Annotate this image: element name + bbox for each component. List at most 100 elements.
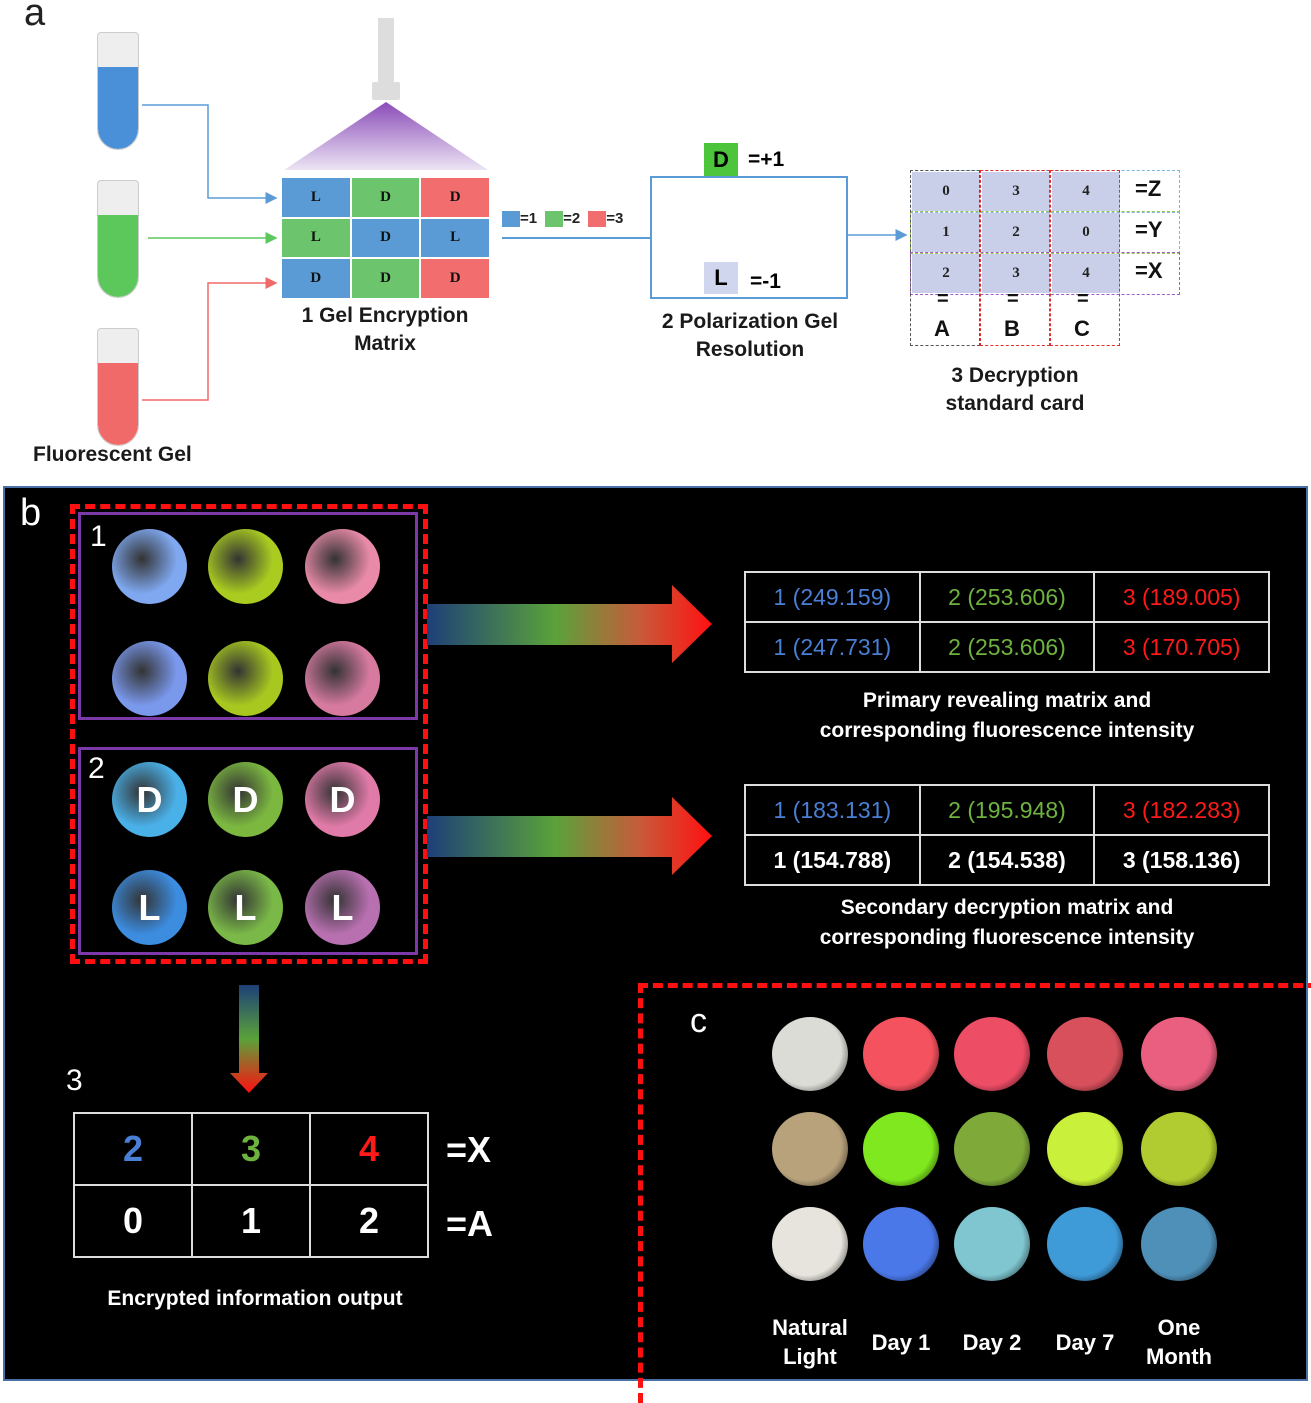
output-row-label: =A [446,1203,494,1244]
tube-connectors [142,104,278,401]
output-label: 3 [66,1064,83,1097]
stability-sample [954,1017,1030,1091]
sample-dot: D [112,762,187,837]
table-cell: 2 [73,1112,193,1186]
blue-gel-tube [97,32,139,150]
polarization-caption: 2 Polarization Gel Resolution [630,308,870,364]
table-cell: 4 [309,1112,429,1186]
group-2-frame [78,747,418,955]
table-cell: 2 (253.606) [918,571,1096,623]
legend-label: =1 [520,210,538,227]
matrix-cell: D [421,178,489,217]
sample-dot: D [305,762,380,837]
samples-dashed-frame [70,504,428,964]
table-row: 1 (247.731)2 (253.606)3 (170.705) [744,621,1270,673]
table-row: 1 (249.159)2 (253.606)3 (189.005) [744,571,1270,623]
card-column-outline [910,170,980,346]
stability-sample [1141,1207,1217,1281]
matrix-cell: D [421,259,489,298]
column-label: Day 1 [841,1328,961,1357]
uv-light-beam [284,102,488,170]
card-column-label: A [934,316,950,341]
caption-line: Secondary decryption matrix and [840,896,1174,919]
table-cell: 2 [309,1184,429,1258]
d-block: D [704,143,738,176]
l-letter: L [714,265,728,290]
matrix-cell: L [282,218,350,258]
primary-revealing-table: 1 (249.159)2 (253.606)3 (189.005)1 (247.… [744,571,1270,673]
primary-table-caption: Primary revealing matrix and correspondi… [744,686,1270,746]
card-row-label: =X [1135,258,1163,283]
matrix-cell: D [351,259,420,298]
card-row-label: =Z [1135,176,1162,201]
tube-liquid [98,363,138,445]
column-label: Day 2 [932,1328,1052,1357]
sample-dot [305,529,380,604]
card-cell: 4 [1052,172,1120,211]
card-cell: 3 [982,172,1050,211]
column-label-line: Natural [772,1315,848,1340]
card-column-label: C [1074,316,1090,341]
table-cell: 1 (249.159) [744,571,921,623]
matrix-to-polarization-line [502,237,650,239]
green-gel-tube [97,180,139,298]
polarization-to-card-arrow [848,229,908,241]
stability-sample [1047,1112,1123,1186]
table-cell: 0 [73,1184,193,1258]
encryption-matrix-caption: 1 Gel Encryption Matrix [270,302,500,358]
sample-dot: L [208,870,283,945]
card-cell: 3 [982,254,1050,293]
l-value: =-1 [750,270,781,293]
table-cell: 2 (195.948) [918,784,1096,836]
card-column-outline [1050,170,1120,346]
down-arrow [230,985,268,1093]
sample-dot [208,641,283,716]
stability-sample [863,1112,939,1186]
stability-sample [1141,1017,1217,1091]
table-row: 1 (183.131)2 (195.948)3 (182.283) [744,784,1270,836]
tubes-caption: Fluorescent Gel [33,443,192,466]
card-row-label: =Y [1135,217,1163,242]
group-2-label: 2 [88,752,105,785]
table-cell: 3 (189.005) [1093,571,1270,623]
group-1-frame [78,512,418,720]
caption-line: 2 Polarization Gel [661,310,839,333]
panel-a-label: a [24,0,46,34]
caption-line: Matrix [354,332,416,355]
caption-line: 3 Decryption [951,364,1079,387]
table-cell: 3 (182.283) [1093,784,1270,836]
stability-sample [954,1112,1030,1186]
sample-dot [112,529,187,604]
card-cell: 4 [1052,254,1120,293]
output-caption: Encrypted information output [107,1287,403,1310]
card-cell: 2 [912,254,980,293]
table-cell: 3 (170.705) [1093,621,1270,673]
card-cell: 2 [982,213,1050,252]
stability-sample [863,1017,939,1091]
decryption-card-caption: 3 Decryption standard card [900,362,1130,418]
table-cell: 1 [191,1184,311,1258]
color-legend: =1=2=3 [502,210,631,228]
uv-lamp-icon [378,18,394,82]
legend-label: =3 [606,210,624,227]
card-equals: = [1077,288,1089,310]
table-cell: 3 (158.136) [1093,834,1270,886]
polarization-box [650,176,848,299]
table-cell: 1 (154.788) [744,834,921,886]
red-gel-tube [97,328,139,446]
matrix-cell: D [351,218,420,258]
caption-line: standard card [945,392,1085,415]
caption-line: corresponding fluorescence intensity [819,926,1195,949]
sample-dot [112,641,187,716]
d-letter: D [713,146,729,172]
l-block: L [704,262,738,294]
card-cell: 0 [912,172,980,211]
card-column-outline [980,170,1050,346]
card-equals: = [1007,288,1019,310]
column-label-line: Day 2 [962,1330,1022,1355]
tube-liquid [98,67,138,149]
group-1-label: 1 [90,520,107,553]
